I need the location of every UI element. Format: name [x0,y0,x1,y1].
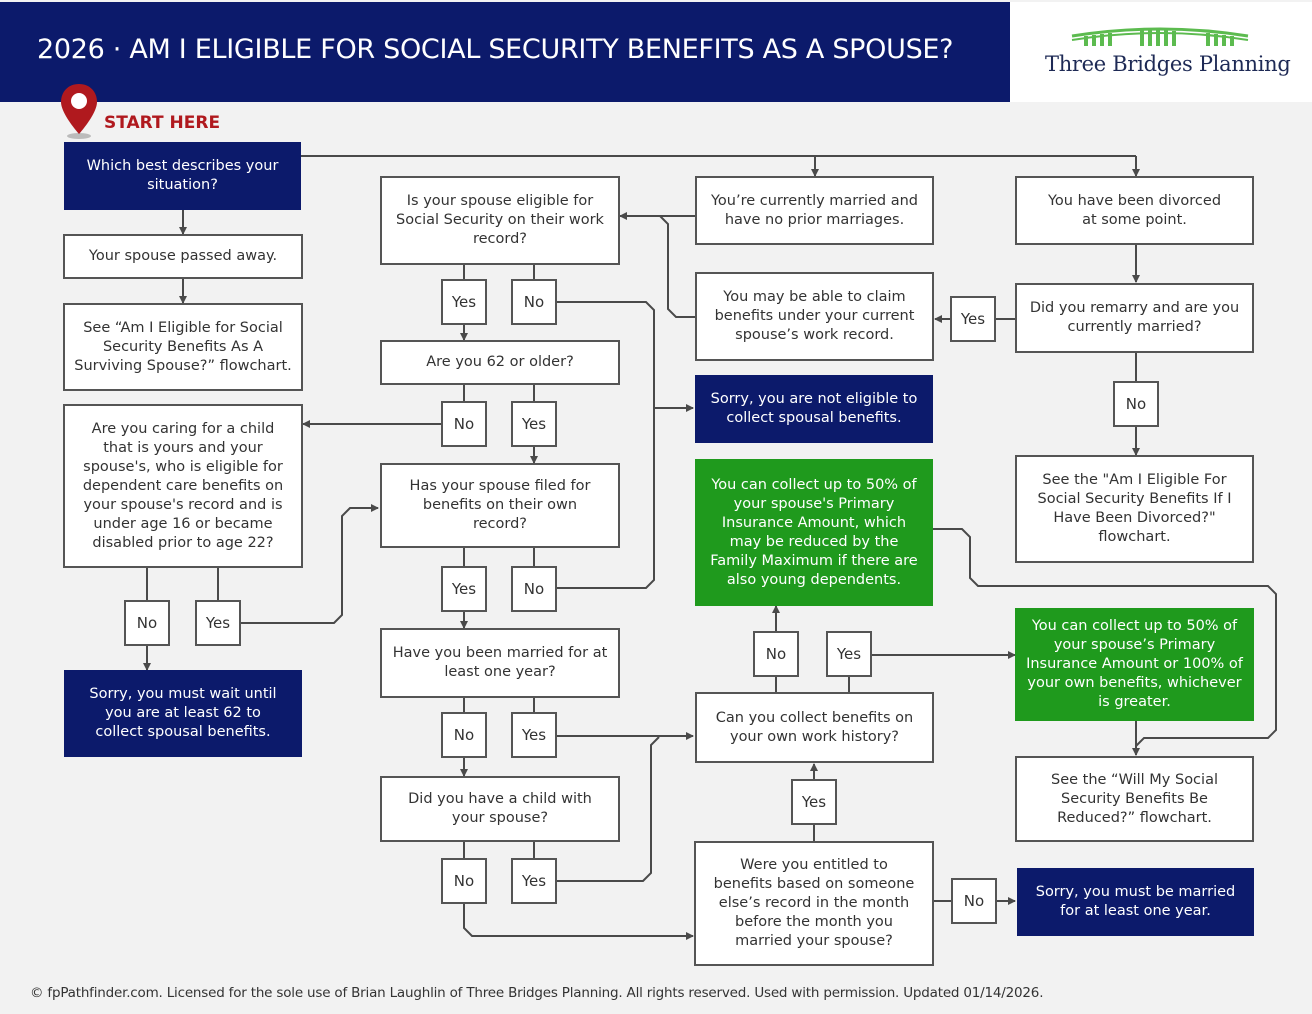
node-married-one-year-sorry: Sorry, you must be married for at least … [1017,868,1254,936]
node-caring-child: Are you caring for a child that is yours… [63,404,303,568]
node-spouse-filed: Has your spouse filed for benefits on th… [380,463,620,548]
answer-no: No [753,631,799,677]
start-label: START HERE [104,113,221,133]
answer-no: No [124,600,170,646]
node-child-with-spouse: Did you have a child with your spouse? [380,776,620,842]
map-pin-icon [61,84,97,139]
node-text: You may be able to claim benefits under … [714,289,915,343]
node-text: Can you collect benefits on your own wor… [715,709,914,745]
node-see-reduced: See the “Will My Social Security Benefit… [1015,756,1254,842]
node-text: Have you been married for at least one y… [392,645,608,680]
node-text: Did you remarry and are you currently ma… [1029,300,1240,335]
node-text: Are you caring for a child that is yours… [82,420,284,551]
node-collect-50-or-100: You can collect up to 50% of your spouse… [1015,608,1254,721]
node-not-eligible: Sorry, you are not eligible to collect s… [695,375,933,443]
node-divorced: You have been divorced at some point. [1015,176,1254,245]
answer-no: No [441,401,487,447]
answer-no: No [511,566,557,612]
node-age-62: Are you 62 or older? [380,340,620,385]
node-text: You have been divorced at some point. [1047,192,1222,228]
footer-copyright: © fpPathfinder.com. Licensed for the sol… [30,985,1044,1001]
node-situation: Which best describes your situation? [64,142,301,210]
line-claim-to-eligible [659,215,695,318]
node-text: Sorry, you must wait until you are at le… [89,686,277,740]
answer-yes: Yes [791,779,837,825]
logo-text: Three Bridges Planning [1045,52,1291,76]
answer-yes: Yes [195,600,241,646]
node-text: Has your spouse filed for benefits on th… [409,478,591,532]
line-child-no [463,904,694,940]
node-remarried: Did you remarry and are you currently ma… [1015,283,1254,353]
answer-no: No [441,858,487,904]
answer-no: No [1113,381,1159,427]
answer-no: No [951,878,997,924]
node-text: Did you have a child with your spouse? [408,791,592,826]
node-see-divorced: See the "Am I Eligible For Social Securi… [1015,455,1254,563]
node-currently-married: You’re currently married and have no pri… [695,176,934,245]
node-text: See the "Am I Eligible For Social Securi… [1037,472,1232,545]
node-text: You’re currently married and have no pri… [710,192,919,228]
node-married-one-year: Have you been married for at least one y… [380,628,620,698]
bridge-icon [1071,27,1249,46]
node-may-claim-current: You may be able to claim benefits under … [695,272,934,361]
node-text: See the “Will My Social Security Benefit… [1051,771,1218,826]
node-collect-50-family: You can collect up to 50% of your spouse… [695,459,933,606]
answer-yes: Yes [441,566,487,612]
answer-no: No [441,712,487,758]
node-text: Your spouse passed away. [88,248,278,264]
node-spouse-eligible: Is your spouse eligible for Social Secur… [380,176,620,265]
answer-yes: Yes [950,296,996,342]
line-eligible-no [557,301,655,589]
answer-yes: Yes [511,401,557,447]
node-text: Which best describes your situation? [86,158,279,193]
node-text: You can collect up to 50% of your spouse… [710,476,918,588]
node-own-work-history: Can you collect benefits on your own wor… [695,692,934,763]
node-see-surviving: See “Am I Eligible for Social Security B… [63,303,303,391]
logo: Three Bridges Planning [1010,2,1312,102]
line-collect50-to-reduced [933,528,1277,747]
node-text: Are you 62 or older? [426,354,574,370]
answer-yes: Yes [826,631,872,677]
page-title: 2026 · AM I ELIGIBLE FOR SOCIAL SECURITY… [37,34,954,65]
node-text: Is your spouse eligible for Social Secur… [396,193,604,247]
line-yes-filed [241,504,379,624]
header-banner: 2026 · AM I ELIGIBLE FOR SOCIAL SECURITY… [0,2,1010,102]
node-entitled-before: Were you entitled to benefits based on s… [694,841,934,966]
node-text: You can collect up to 50% of your spouse… [1026,618,1243,710]
line-child-yes [557,736,660,882]
answer-yes: Yes [441,279,487,325]
answer-yes: Yes [511,712,557,758]
node-wait-62: Sorry, you must wait until you are at le… [64,670,302,757]
node-text: Were you entitled to benefits based on s… [713,857,915,949]
node-text: Sorry, you must be married for at least … [1035,884,1236,919]
node-text: Sorry, you are not eligible to collect s… [710,391,918,426]
node-text: See “Am I Eligible for Social Security B… [74,319,292,374]
node-passed-away: Your spouse passed away. [63,234,303,279]
answer-yes: Yes [511,858,557,904]
answer-no: No [511,279,557,325]
